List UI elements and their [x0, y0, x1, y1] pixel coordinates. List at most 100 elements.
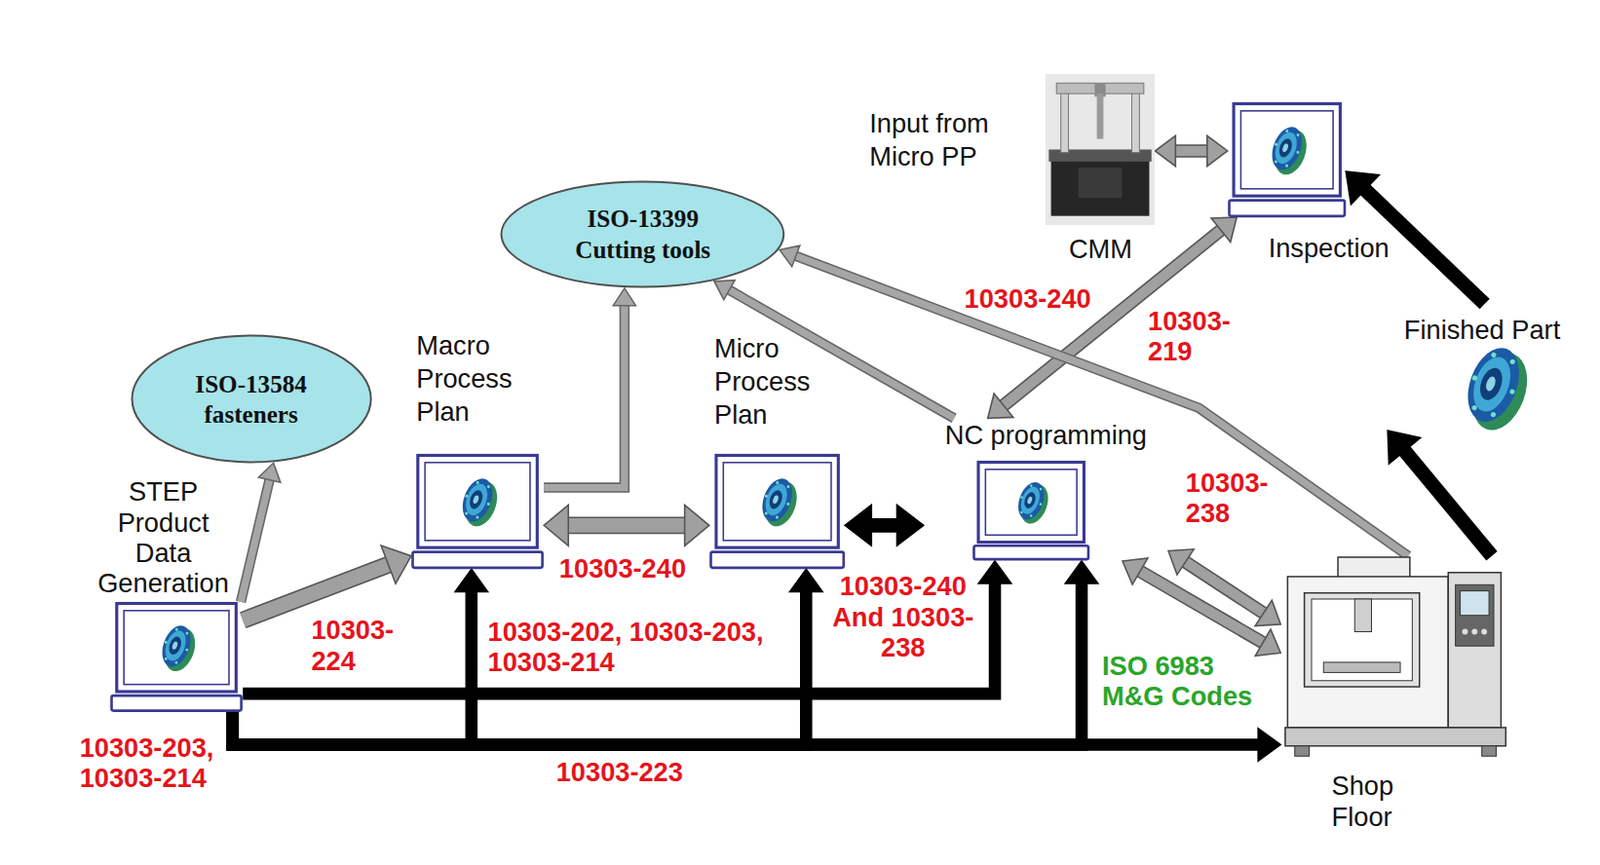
connector	[1122, 558, 1281, 656]
laptop-base	[413, 552, 543, 569]
part-shape	[459, 477, 503, 532]
part-shape	[757, 474, 799, 526]
edge-label: 10303-240	[964, 283, 1092, 314]
part-shape	[761, 481, 791, 520]
laptop-screen	[418, 456, 538, 549]
part-shape	[766, 488, 785, 511]
label-anchor: 10303-223	[556, 757, 684, 788]
bolt-hole	[1284, 163, 1289, 168]
label-anchor: 10303-224	[310, 614, 414, 677]
arrowhead	[1257, 728, 1281, 762]
cmm-panel	[1078, 168, 1123, 199]
bolt-hole	[1471, 374, 1479, 381]
part-shape	[771, 495, 780, 505]
laptop-base	[1228, 199, 1344, 216]
edge-label: 10303-223	[556, 757, 684, 788]
laptop-display	[123, 610, 229, 686]
bolt-hole	[464, 511, 469, 516]
cmm-cabinet	[1051, 158, 1150, 217]
standard-ellipse: ISO-13584 fasteners	[130, 334, 373, 464]
laptop-display	[723, 462, 832, 541]
part-shape	[1458, 341, 1529, 429]
connector	[240, 462, 281, 603]
control-button	[1481, 628, 1487, 635]
part-shape	[467, 488, 486, 511]
label-anchor: Input from Micro PP	[869, 107, 1023, 174]
arrowhead	[978, 561, 1012, 584]
bolt-hole	[164, 640, 169, 645]
node-shape	[709, 454, 845, 570]
bolt-hole	[1295, 150, 1300, 154]
part-icon	[155, 621, 201, 676]
part-shape	[472, 495, 481, 505]
bolt-hole	[185, 631, 190, 636]
bolt-hole	[1509, 358, 1517, 366]
machine-window	[1311, 599, 1412, 682]
machine-foot	[1295, 745, 1310, 756]
shape-group	[973, 462, 1088, 561]
bolt-hole	[1273, 142, 1278, 147]
node-shape	[499, 180, 786, 289]
shape-group	[131, 336, 371, 463]
laptop-base	[973, 546, 1088, 561]
shape-group	[1456, 341, 1539, 438]
label-anchor: 10303-202, 10303-203, 10303-214	[488, 616, 795, 679]
connector	[1387, 430, 1492, 557]
part-shape	[1268, 125, 1312, 180]
arrowhead	[685, 504, 710, 546]
node-shape	[1227, 102, 1346, 218]
laptop-base	[710, 552, 843, 569]
shape-group	[1285, 557, 1506, 757]
part-shape	[1015, 481, 1053, 529]
part-shape	[1022, 491, 1038, 511]
bolt-hole	[1038, 488, 1042, 492]
edge-label: 10303-238	[1185, 467, 1289, 530]
bolt-hole	[786, 485, 791, 490]
connector	[779, 245, 1409, 557]
laptop-display	[985, 469, 1077, 535]
bolt-hole	[1273, 159, 1278, 164]
machine-body	[1288, 576, 1449, 728]
node-heading: CMM	[1035, 233, 1166, 267]
label-anchor: 10303-240	[559, 553, 686, 584]
bolt-hole	[775, 481, 780, 486]
connector	[242, 545, 412, 621]
control-screen	[1460, 590, 1490, 615]
note-text: Input from Micro PP	[869, 107, 1023, 174]
bolt-hole	[174, 627, 179, 632]
edge-label: 10303-240	[559, 553, 686, 584]
control-button	[1472, 628, 1479, 635]
standard-name: ISO-13584 fasteners	[174, 369, 328, 431]
arrowhead	[1122, 558, 1148, 585]
node-heading: NC programming	[923, 419, 1169, 453]
part-shape	[1026, 495, 1033, 505]
bolt-hole	[487, 485, 492, 490]
node-shape	[110, 602, 243, 713]
standard-name: ISO-13399 Cutting tools	[550, 203, 734, 266]
machine-foot	[1482, 745, 1497, 756]
bolt-hole	[786, 501, 791, 506]
part-shape	[1013, 479, 1049, 525]
arrowhead	[455, 569, 489, 592]
part-shape	[1017, 484, 1043, 517]
arrowhead	[258, 462, 280, 483]
bolt-hole	[174, 660, 179, 665]
arrowhead	[1255, 600, 1281, 626]
connector-line	[1172, 146, 1211, 156]
arrowhead	[988, 393, 1014, 419]
node-heading: Finished Part	[1387, 314, 1577, 347]
bolt-hole	[1509, 388, 1517, 396]
arrowhead	[543, 504, 569, 546]
connector-line	[867, 518, 901, 534]
computer-node: STEP Product Data Generation	[110, 602, 243, 713]
part-shape	[1466, 351, 1518, 417]
standard-number: 10303-203, 10303-214	[79, 732, 224, 795]
edge-label: 10303-224	[310, 614, 414, 677]
arrowhead	[779, 245, 800, 267]
shape-group	[112, 603, 242, 711]
connector-line	[232, 712, 1262, 746]
cmm-quill	[1097, 94, 1105, 140]
arrowhead	[790, 569, 824, 592]
machine-door	[1304, 592, 1420, 686]
